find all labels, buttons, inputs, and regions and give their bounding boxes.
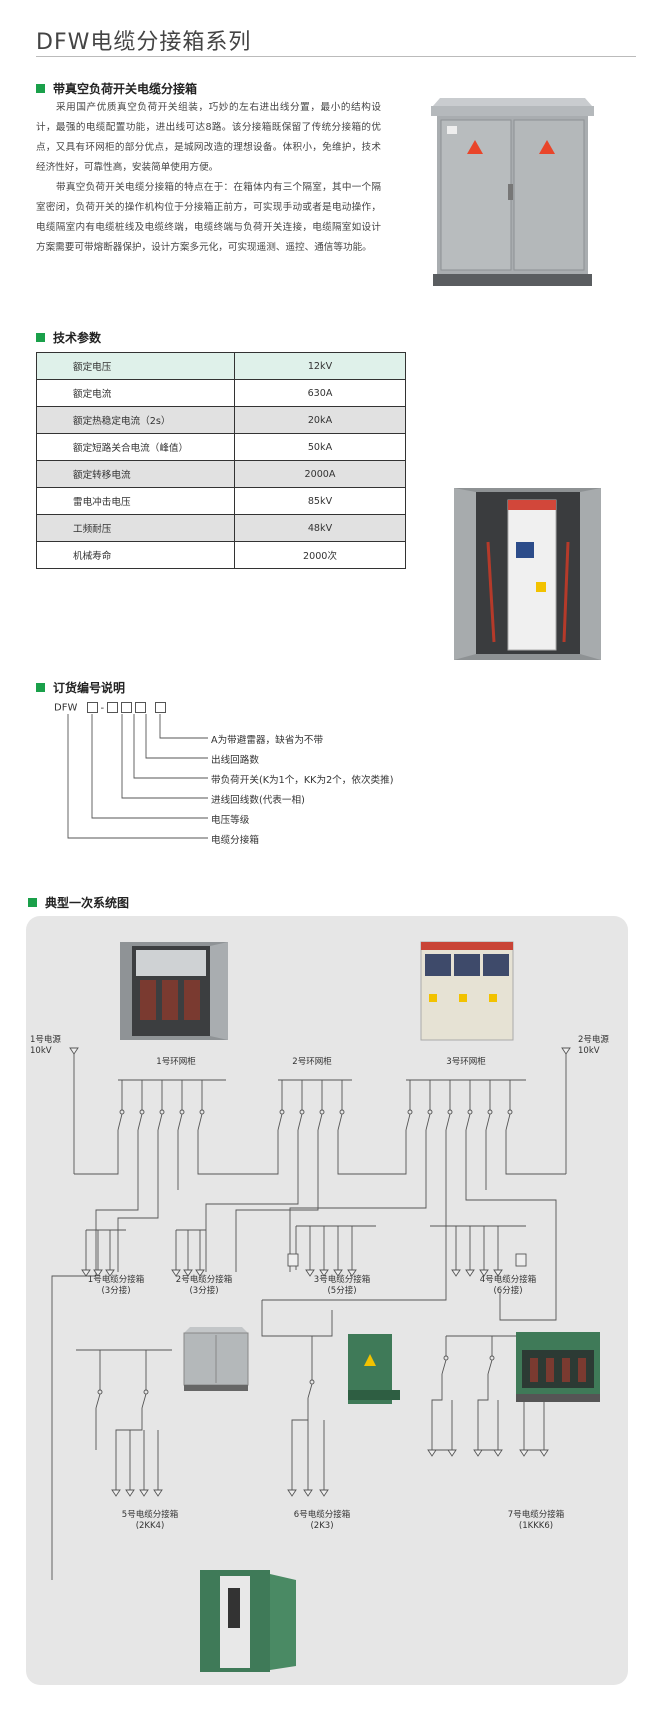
- section-square-icon: [36, 84, 45, 93]
- spec-heading: 技术参数: [36, 329, 101, 346]
- diagram-heading-text: 典型一次系统图: [45, 896, 130, 910]
- open-cabinet-image: [454, 488, 601, 660]
- box-spec: (2K3): [310, 1521, 334, 1531]
- spec-key: 额定短路关合电流（峰值）: [36, 433, 235, 461]
- box-3-label: 3号电缆分接箱(5分接): [302, 1275, 382, 1297]
- spec-value: 85kV: [234, 487, 406, 515]
- code-box: [135, 702, 147, 713]
- box-spec: (6分接): [493, 1286, 523, 1296]
- cabinet-1-label: 1号环网柜: [156, 1057, 196, 1067]
- code-box: [86, 702, 98, 713]
- box-spec: (5分接): [327, 1286, 357, 1296]
- spec-key: 额定转移电流: [36, 460, 235, 488]
- box-1-label: 1号电缆分接箱(3分接): [76, 1275, 156, 1297]
- cable-box-green-small-image: [348, 1334, 400, 1404]
- order-dash: -: [100, 702, 105, 714]
- spec-value: 2000次: [234, 541, 406, 569]
- single-line-schematic: [51, 1047, 571, 1580]
- spec-key: 额定电流: [36, 379, 235, 407]
- spec-value: 50kA: [234, 433, 406, 461]
- box-name: 6号电缆分接箱: [293, 1510, 351, 1520]
- table-row: 额定短路关合电流（峰值）50kA: [36, 433, 406, 461]
- closed-cabinet-image: [431, 98, 594, 286]
- code-box: [155, 702, 167, 713]
- order-prefix: DFW: [54, 702, 78, 714]
- spec-value: 2000A: [234, 460, 406, 488]
- box-name: 4号电缆分接箱: [479, 1275, 537, 1285]
- section-square-icon: [36, 333, 45, 342]
- order-heading: 订货编号说明: [36, 679, 125, 696]
- spec-key: 工频耐压: [36, 514, 235, 542]
- intro-heading-text: 带真空负荷开关电缆分接箱: [53, 82, 198, 96]
- box-7-label: 7号电缆分接箱(1KKK6): [496, 1510, 576, 1532]
- source-1-name: 1号电源: [30, 1035, 61, 1045]
- page-title: DFW电缆分接箱系列: [36, 30, 252, 55]
- order-line-3: 带负荷开关(K为1个，KK为2个，依次类推): [211, 775, 394, 786]
- cable-box-green-open-image: [516, 1332, 600, 1402]
- box-name: 2号电缆分接箱: [175, 1275, 233, 1285]
- box-6-label: 6号电缆分接箱(2K3): [282, 1510, 362, 1532]
- code-box: [107, 702, 119, 713]
- source-1-voltage: 10kV: [30, 1046, 52, 1056]
- intro-paragraph-2: 带真空负荷开关电缆分接箱的特点在于：在箱体内有三个隔室，其中一个隔室密闭，负荷开…: [36, 182, 381, 253]
- code-box: [121, 702, 133, 713]
- source-1-label: 1号电源 10kV: [30, 1035, 61, 1057]
- box-name: 3号电缆分接箱: [313, 1275, 371, 1285]
- spec-key: 雷电冲击电压: [36, 487, 235, 515]
- intro-heading: 带真空负荷开关电缆分接箱: [36, 80, 197, 97]
- order-line-4: 进线回线数(代表一相): [211, 795, 305, 806]
- box-name: 1号电缆分接箱: [87, 1275, 145, 1285]
- spec-value: 48kV: [234, 514, 406, 542]
- box-spec: (3分接): [101, 1286, 131, 1296]
- box-5-label: 5号电缆分接箱(2KK4): [110, 1510, 190, 1532]
- box-spec: (1KKK6): [518, 1521, 554, 1531]
- ring-main-unit-3-image: [420, 941, 514, 1041]
- order-heading-text: 订货编号说明: [53, 681, 126, 695]
- order-code: DFW -: [54, 702, 169, 714]
- spec-key: 额定电压: [36, 352, 235, 380]
- cabinet-3-label: 3号环网柜: [446, 1057, 486, 1067]
- order-line-2: 出线回路数: [211, 755, 259, 766]
- order-line-6: 电缆分接箱: [211, 835, 259, 846]
- cable-box-gray-image: [183, 1327, 249, 1391]
- order-code-leader-lines: [67, 714, 208, 839]
- table-row: 额定热稳定电流（2s）20kA: [36, 406, 406, 434]
- diagram-heading: 典型一次系统图: [28, 894, 129, 911]
- spec-value: 630A: [234, 379, 406, 407]
- system-diagram-panel: [26, 916, 628, 1685]
- source-2-label: 2号电源 10kV: [578, 1035, 609, 1057]
- cabinet-2-label: 2号环网柜: [292, 1057, 332, 1067]
- spec-value: 12kV: [234, 352, 406, 380]
- spec-key: 额定热稳定电流（2s）: [36, 406, 235, 434]
- box-name: 7号电缆分接箱: [507, 1510, 565, 1520]
- source-2-voltage: 10kV: [578, 1046, 600, 1056]
- spec-key: 机械寿命: [36, 541, 235, 569]
- box-2-label: 2号电缆分接箱(3分接): [164, 1275, 244, 1297]
- title-divider: [36, 56, 636, 57]
- box-4-label: 4号电缆分接箱(6分接): [468, 1275, 548, 1297]
- box-spec: (3分接): [189, 1286, 219, 1296]
- order-line-1: A为带避雷器，缺省为不带: [211, 735, 324, 746]
- box-name: 5号电缆分接箱: [121, 1510, 179, 1520]
- spec-value: 20kA: [234, 406, 406, 434]
- spec-heading-text: 技术参数: [53, 331, 102, 345]
- cable-box-green-large-image: [200, 1570, 296, 1672]
- section-square-icon: [28, 898, 37, 907]
- intro-paragraph-1: 采用国产优质真空负荷开关组装，巧妙的左右进出线分置，最小的结构设计，最强的电缆配…: [36, 102, 381, 173]
- box-spec: (2KK4): [135, 1521, 165, 1531]
- section-square-icon: [36, 683, 45, 692]
- ring-main-unit-1-image: [120, 942, 228, 1040]
- source-2-name: 2号电源: [578, 1035, 609, 1045]
- order-line-5: 电压等级: [211, 815, 250, 826]
